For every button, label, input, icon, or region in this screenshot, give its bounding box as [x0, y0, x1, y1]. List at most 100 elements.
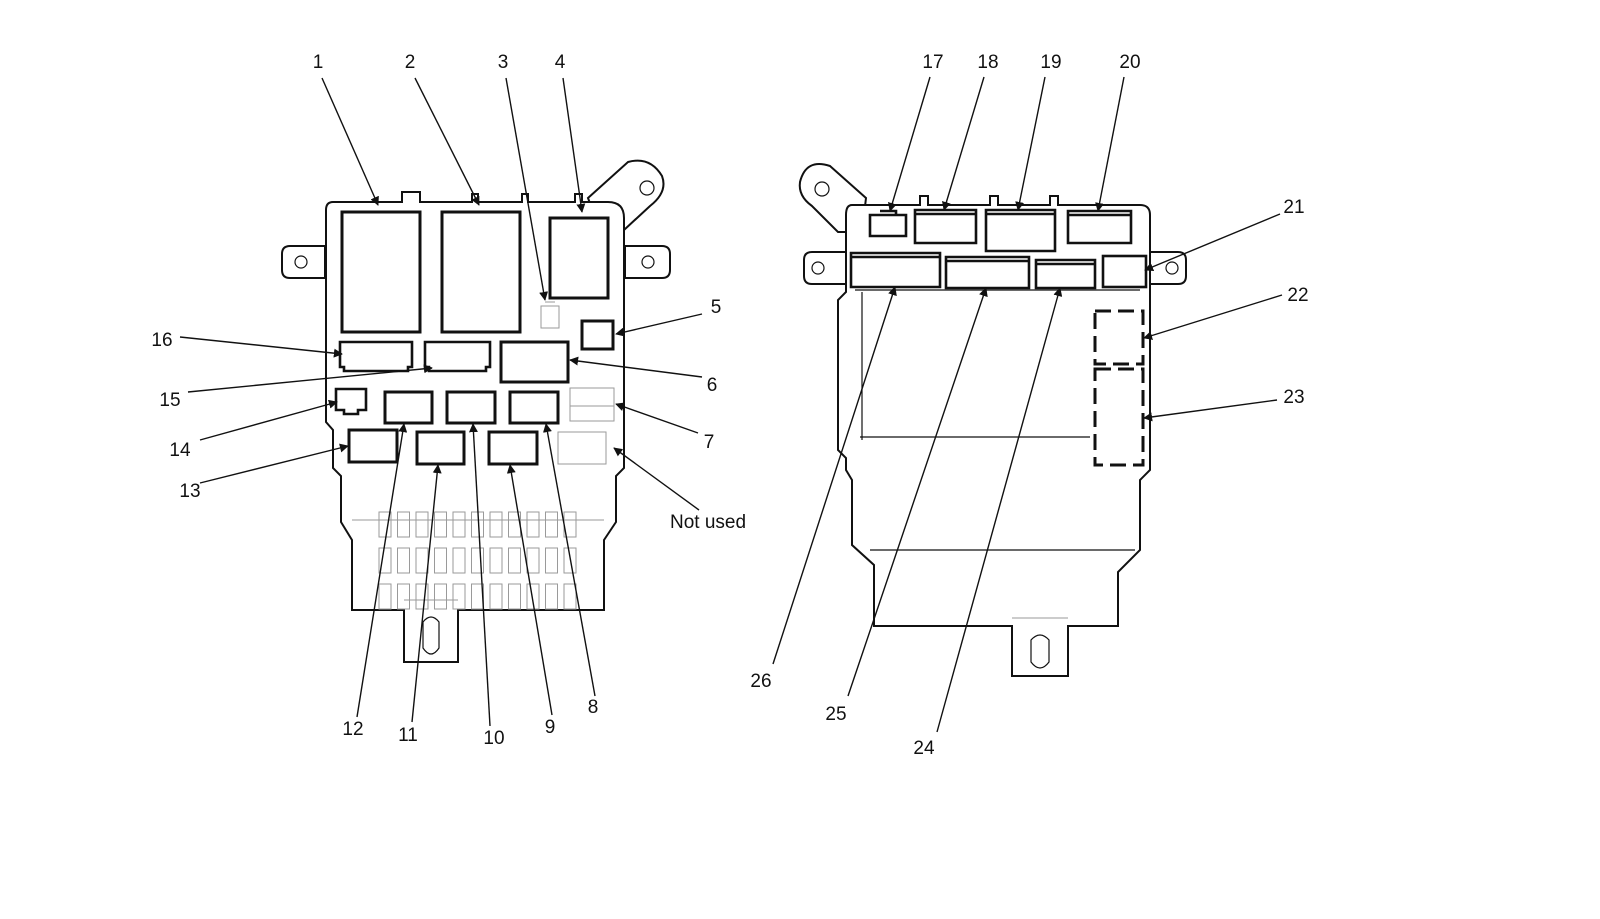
- connector-19: [984, 208, 1057, 253]
- connector-6: [499, 340, 570, 384]
- callout-22: 22: [1287, 285, 1308, 306]
- connector-18: [913, 208, 978, 245]
- leader-lines: [179, 76, 1283, 733]
- not-used-label: Not used: [670, 512, 746, 533]
- mounting-ear-right: [1139, 251, 1187, 285]
- callout-12: 12: [342, 719, 363, 740]
- mounting-ear-right: [624, 245, 671, 279]
- mini-fuse-slot: [508, 583, 521, 610]
- callout-14: 14: [169, 440, 191, 461]
- socket-8: [508, 390, 560, 425]
- connector-26: [849, 251, 942, 289]
- connector-16: [338, 340, 414, 373]
- mounting-hole: [294, 255, 308, 269]
- mounting-ear-left: [281, 245, 326, 279]
- callout-24: 24: [913, 738, 935, 759]
- bottom-mount-slot: [1030, 634, 1050, 669]
- mounting-hole: [814, 181, 830, 197]
- socket-11: [415, 430, 466, 466]
- socket-10: [445, 390, 497, 425]
- mini-fuse-slot: [415, 583, 429, 610]
- relay-socket-4: [548, 216, 610, 300]
- mini-fuse-slot: [489, 583, 503, 610]
- socket-3: [540, 301, 560, 329]
- socket-12: [383, 390, 434, 425]
- mini-fuse-slot: [489, 547, 503, 574]
- fuse-box-rear-view: [798, 163, 1187, 677]
- mounting-hole: [641, 255, 655, 269]
- callout-1: 1: [313, 52, 324, 73]
- mini-fuse-slot: [452, 583, 466, 610]
- callout-21: 21: [1283, 197, 1304, 218]
- callout-3: 3: [498, 52, 509, 73]
- callout-20: 20: [1119, 52, 1140, 73]
- mini-fuse-slot: [563, 547, 577, 574]
- mini-fuse-slot: [434, 583, 447, 610]
- mini-fuse-slot: [378, 547, 392, 574]
- connector-21: [1101, 254, 1148, 289]
- mini-fuse-slot: [471, 583, 484, 610]
- connector-14: [334, 387, 368, 416]
- callout-26: 26: [750, 671, 771, 692]
- relay-socket-1: [340, 210, 422, 334]
- callout-4: 4: [555, 52, 566, 73]
- callout-17: 17: [922, 52, 943, 73]
- callout-16: 16: [151, 330, 172, 351]
- mounting-hole: [1165, 261, 1179, 275]
- callout-9: 9: [545, 717, 556, 738]
- socket-22: [1093, 309, 1145, 366]
- mini-fuse-slot: [378, 583, 392, 610]
- callout-19: 19: [1040, 52, 1061, 73]
- mini-fuse-slot: [489, 511, 503, 538]
- callout-10: 10: [483, 728, 504, 749]
- callout-18: 18: [977, 52, 998, 73]
- connector-17: [868, 209, 908, 238]
- mini-fuse-slot: [545, 583, 558, 610]
- mounting-hole: [811, 261, 825, 275]
- socket-23: [1093, 367, 1145, 467]
- mini-fuse-slot: [434, 547, 447, 574]
- mini-fuse-slot: [545, 547, 558, 574]
- mini-fuse-slot: [563, 583, 577, 610]
- mini-fuse-slot: [397, 511, 410, 538]
- mini-fuse-slot: [545, 511, 558, 538]
- connector-20: [1066, 209, 1133, 245]
- connector-25: [944, 255, 1031, 290]
- mini-fuse-slot: [526, 547, 540, 574]
- callout-5: 5: [711, 297, 722, 318]
- connector-15: [423, 340, 492, 373]
- socket-7-empty: [569, 387, 615, 422]
- socket-not-used: [557, 431, 607, 465]
- mini-fuse-slot: [434, 511, 447, 538]
- mini-fuse-slot: [415, 511, 429, 538]
- mounting-ear-left: [803, 251, 851, 285]
- callout-7: 7: [704, 432, 715, 453]
- callout-13: 13: [179, 481, 200, 502]
- relay-socket-2: [440, 210, 522, 334]
- bottom-mount-slot: [422, 616, 440, 655]
- mini-fuse-slot: [452, 547, 466, 574]
- mini-fuse-slot: [471, 547, 484, 574]
- callout-labels: 1 2 3 4 5 6 7 8 9 10 11 12 13 14 15 16 1…: [151, 52, 1308, 759]
- mounting-hole: [639, 180, 655, 196]
- callout-8: 8: [588, 697, 599, 718]
- callout-23: 23: [1283, 387, 1304, 408]
- socket-13: [347, 428, 399, 464]
- connector-24: [1034, 258, 1097, 290]
- mini-fuse-slot: [508, 547, 521, 574]
- mini-fuse-slot: [378, 511, 392, 538]
- callout-15: 15: [159, 390, 180, 411]
- fuse-box-front-view: [281, 159, 671, 663]
- fuse-box-body: [837, 195, 1151, 677]
- callout-11: 11: [398, 725, 418, 746]
- socket-9: [487, 430, 539, 466]
- mini-fuse-slot: [452, 511, 466, 538]
- mini-fuse-slot: [397, 583, 410, 610]
- callout-2: 2: [405, 52, 416, 73]
- socket-5: [580, 319, 615, 351]
- callout-25: 25: [825, 704, 846, 725]
- mini-fuse-slot: [526, 583, 540, 610]
- callout-6: 6: [707, 375, 718, 396]
- mini-fuse-slot: [526, 511, 540, 538]
